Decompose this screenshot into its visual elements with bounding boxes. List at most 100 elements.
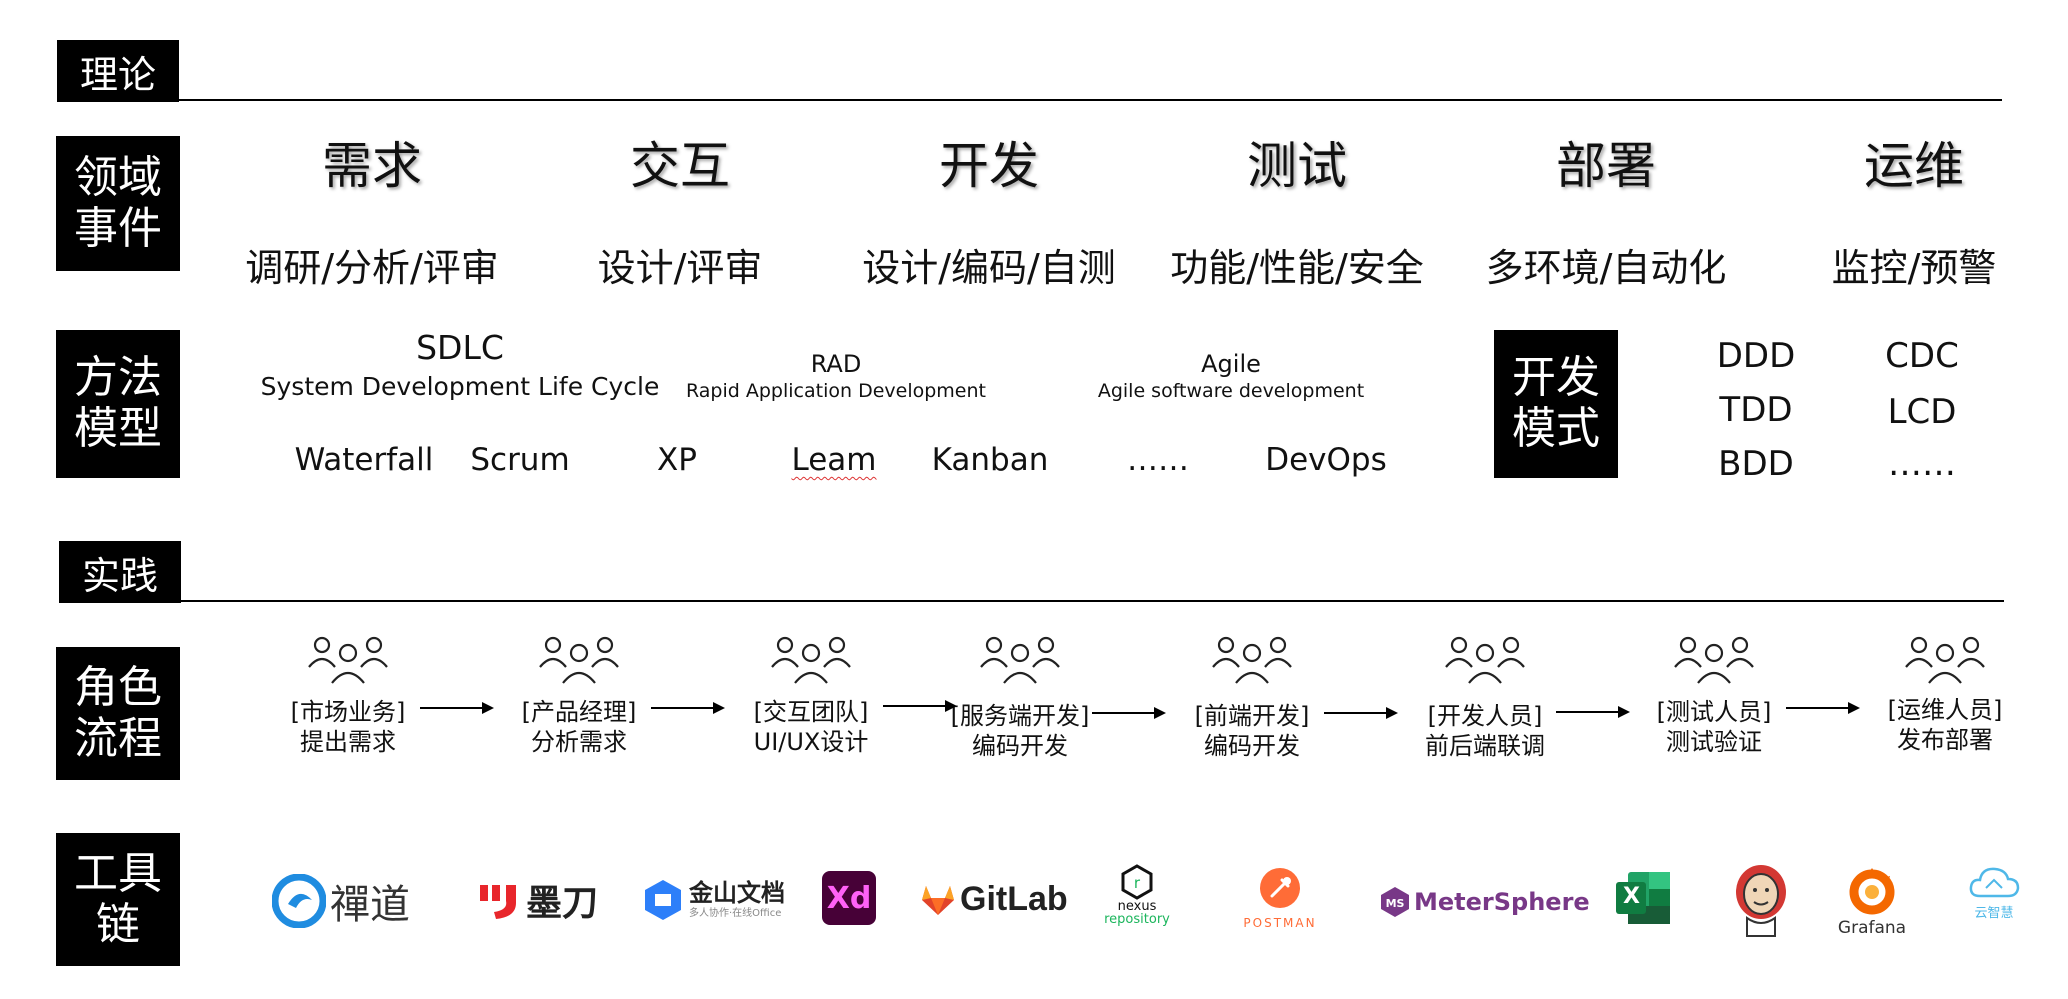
people-group-icon [539,636,619,684]
role-team: [交互团队] [753,698,869,726]
row-label-toolchain: 工具 链 [56,833,180,966]
people-group-icon [1212,636,1292,684]
model-agile-subtitle: Agile software development [1097,380,1365,402]
metersphere-wordmark: MeterSphere [1414,888,1590,916]
grafana-wordmark: Grafana [1837,918,1907,938]
gitlab-wordmark: GitLab [960,879,1068,918]
method-ellipsis: …… [1127,442,1189,478]
dev-mode-ellipsis: …… [1888,444,1956,484]
tool-postman-logo: POSTMAN [1243,866,1317,930]
kdocs-wordmark: 金山文档 [689,879,785,907]
modao-icon [480,885,516,919]
cloud-icon [1969,867,2020,898]
flow-arrow [1556,706,1630,718]
method-xp: XP [657,442,697,478]
tool-chandao-logo: 禪道 [272,872,410,930]
flow-arrow [420,702,494,714]
role-action: 提出需求 [300,728,396,756]
row-label-line: 开发 [1512,352,1600,404]
role-action: 测试验证 [1666,728,1762,756]
row-label-dev-modes: 开发 模式 [1494,330,1618,478]
dev-mode-bdd: BDD [1718,444,1794,484]
tool-metersphere-logo: MS MeterSphere [1380,884,1590,920]
postman-wordmark: POSTMAN [1243,916,1317,930]
method-devops: DevOps [1265,442,1387,478]
role-action: 分析需求 [531,728,627,756]
tool-xd-logo: Xd [822,871,876,925]
row-label-line: 事件 [74,202,162,254]
role-team: [运维人员] [1887,696,2003,724]
domain-deployment: 部署 [1556,137,1656,195]
row-label-line: 角色 [74,661,162,713]
role-action: 编码开发 [972,732,1068,760]
domain-interaction: 交互 [630,137,730,195]
role-team: [市场业务] [290,698,406,726]
event-operations: 监控/预警 [1831,246,1997,290]
dev-mode-lcd: LCD [1887,392,1957,432]
role-team: [服务端开发] [950,702,1090,730]
row-label-line: 方法 [74,352,162,404]
people-group-icon [1905,636,1985,684]
role-action: 前后端联调 [1425,732,1545,760]
flow-arrow [1786,702,1860,714]
role-action: 编码开发 [1204,732,1300,760]
row-label-line: 链 [96,898,140,950]
model-rad-subtitle: Rapid Application Development [686,380,986,402]
row-label-line: 工具 [74,847,162,899]
practice-divider [181,600,2004,602]
xd-icon: Xd [826,880,872,916]
domain-testing: 测试 [1247,137,1347,195]
domain-operations: 运维 [1864,137,1964,195]
metersphere-icon: MS [1381,887,1409,917]
role-team: [前端开发] [1194,702,1310,730]
jenkins-icon [1736,865,1786,937]
people-group-icon [1445,636,1525,684]
event-interaction: 设计/评审 [597,246,763,290]
flow-arrow [883,700,957,712]
model-agile-title: Agile [1201,350,1261,378]
modao-wordmark: 墨刀 [526,883,599,924]
nexus-wordmark: nexus [1117,899,1157,914]
tool-excel-logo: X [1614,870,1672,926]
people-group-icon [980,636,1060,684]
role-ops: [运维人员] 发布部署 [1845,633,2045,755]
dev-mode-cdc: CDC [1885,336,1959,376]
grafana-icon [1849,868,1895,915]
role-action: UI/UX设计 [753,728,869,756]
chandao-icon [272,874,326,928]
tool-gitlab-logo: GitLab [920,876,1068,922]
people-group-icon [308,636,388,684]
method-scrum: Scrum [470,442,570,478]
dev-mode-ddd: DDD [1716,336,1796,376]
role-testers: [测试人员] 测试验证 [1614,633,1814,757]
dev-mode-tdd: TDD [1719,390,1793,430]
role-interaction-team: [交互团队] UI/UX设计 [711,633,911,757]
method-kanban: Kanban [931,442,1049,478]
row-label-line: 领域 [74,151,162,203]
role-developers: [开发人员] 前后端联调 [1385,633,1585,761]
event-deployment: 多环境/自动化 [1485,246,1727,290]
tool-jenkins-logo [1732,862,1790,938]
domain-development: 开发 [939,137,1039,195]
tool-modao-logo: 墨刀 [478,876,598,924]
tool-yunzhi-logo: 云智慧 [1966,864,2022,921]
method-waterfall: Waterfall [294,442,434,478]
svg-text:r: r [1134,874,1141,892]
people-group-icon [771,636,851,684]
row-label-line: 模型 [74,403,162,454]
gitlab-icon [922,886,954,915]
role-team: [测试人员] [1656,698,1772,726]
event-testing: 功能/性能/安全 [1170,246,1424,290]
role-market: [市场业务] 提出需求 [248,633,448,757]
row-label-line: 模式 [1512,403,1600,454]
event-requirements: 调研/分析/评审 [245,246,499,290]
people-group-icon [1674,636,1754,684]
row-label-domain-events: 领域 事件 [56,136,180,271]
tool-nexus-logo: r nexus repository [1104,864,1170,927]
row-label-role-flow: 角色 流程 [56,647,180,780]
tool-grafana-logo: Grafana [1832,864,1912,938]
method-lean: Leam [791,442,877,478]
domain-requirements: 需求 [322,137,422,195]
kdocs-tagline: 多人协作·在线Office [689,908,782,919]
chandao-wordmark: 禪道 [330,882,410,928]
